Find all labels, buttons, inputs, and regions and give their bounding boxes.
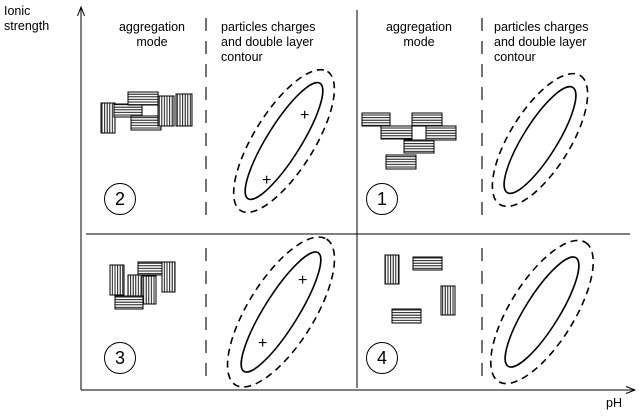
y-axis-label: Ionic strength — [4, 4, 50, 33]
quadrant-number-4: 4 — [366, 342, 398, 374]
contour-q2 — [232, 68, 336, 214]
header-particles-charges-left: particles charges and double layer conto… — [221, 20, 316, 64]
aggregate-q2 — [100, 91, 193, 134]
quadrant-number-2: 2 — [104, 183, 136, 215]
charge-plus-q3-bottom: + — [258, 335, 268, 352]
aggregate-q4 — [384, 254, 456, 324]
quadrant-number-3: 3 — [104, 342, 136, 374]
contour-q3 — [226, 236, 336, 388]
quadrant-number-1: 1 — [366, 183, 398, 215]
charge-plus-q2-bottom: + — [262, 172, 272, 189]
header-particles-charges-right: particles charges and double layer conto… — [494, 20, 589, 64]
contour-q1 — [491, 72, 589, 208]
charge-plus-q2-top: + — [300, 107, 310, 124]
aggregate-q3 — [109, 261, 176, 310]
aggregate-q1 — [361, 112, 457, 170]
charge-plus-q3-top: + — [298, 272, 308, 289]
contour-q4 — [489, 239, 595, 385]
header-aggregation-mode-right: aggregation mode — [385, 20, 453, 49]
x-axis-label: pH — [606, 396, 622, 410]
header-aggregation-mode-left: aggregation mode — [118, 20, 186, 49]
y-axis — [77, 5, 85, 390]
x-axis — [81, 386, 637, 394]
